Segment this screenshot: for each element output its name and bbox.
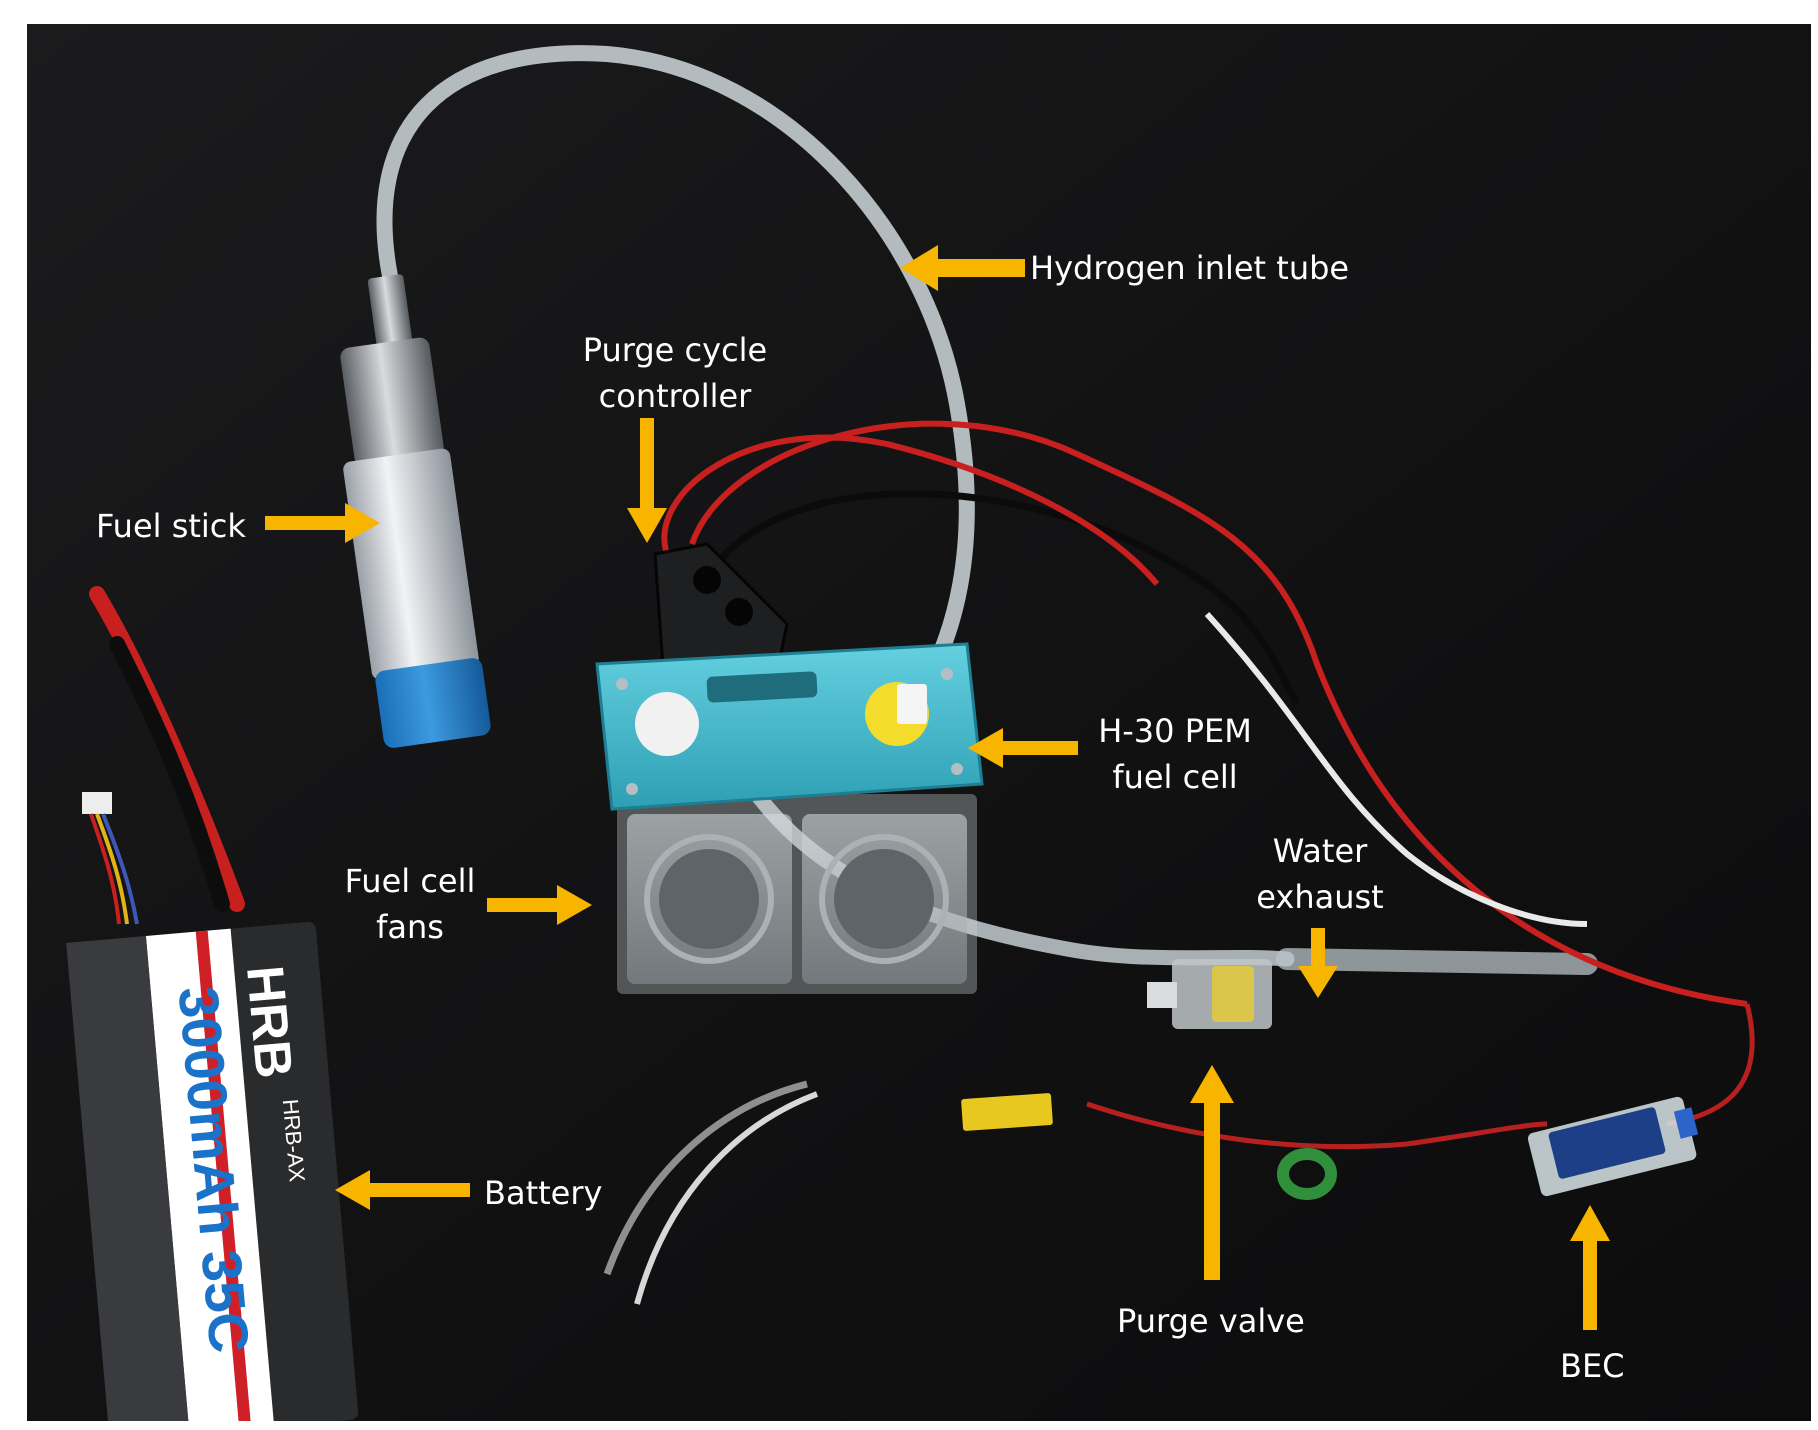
- arrow-water-exhaust: [1298, 928, 1338, 998]
- callout-bec: BEC: [1560, 1347, 1625, 1385]
- callout-purge-cycle-controller: Purge cycle controller: [582, 331, 768, 415]
- callout-purge-valve: Purge valve: [1117, 1302, 1305, 1340]
- svg-text:HRB: HRB: [235, 963, 303, 1080]
- callout-water-exhaust: Water exhaust: [1256, 832, 1384, 916]
- callout-fuel-cell-fans: Fuel cell fans: [344, 862, 476, 946]
- apparatus-photo: 3000mAh 35C HRB HRB-AX: [27, 24, 1811, 1421]
- arrow-purge-valve: [1190, 1065, 1234, 1280]
- arrow-hydrogen-inlet-tube: [900, 245, 1025, 291]
- arrow-battery: [335, 1170, 470, 1210]
- arrow-fuel-cell-fans: [487, 885, 592, 925]
- callout-fuel-stick: Fuel stick: [96, 507, 246, 545]
- callout-battery: Battery: [484, 1174, 603, 1212]
- arrow-fuel-stick: [265, 503, 380, 543]
- arrow-purge-cycle-controller: [627, 418, 667, 543]
- arrow-bec: [1570, 1205, 1610, 1330]
- callout-pem-fuel-cell: H-30 PEM fuel cell: [1098, 712, 1252, 796]
- callout-hydrogen-inlet-tube: Hydrogen inlet tube: [1030, 249, 1350, 287]
- arrow-pem-fuel-cell: [968, 728, 1078, 768]
- photo-frame: 3000mAh 35C HRB HRB-AX: [27, 24, 1811, 1421]
